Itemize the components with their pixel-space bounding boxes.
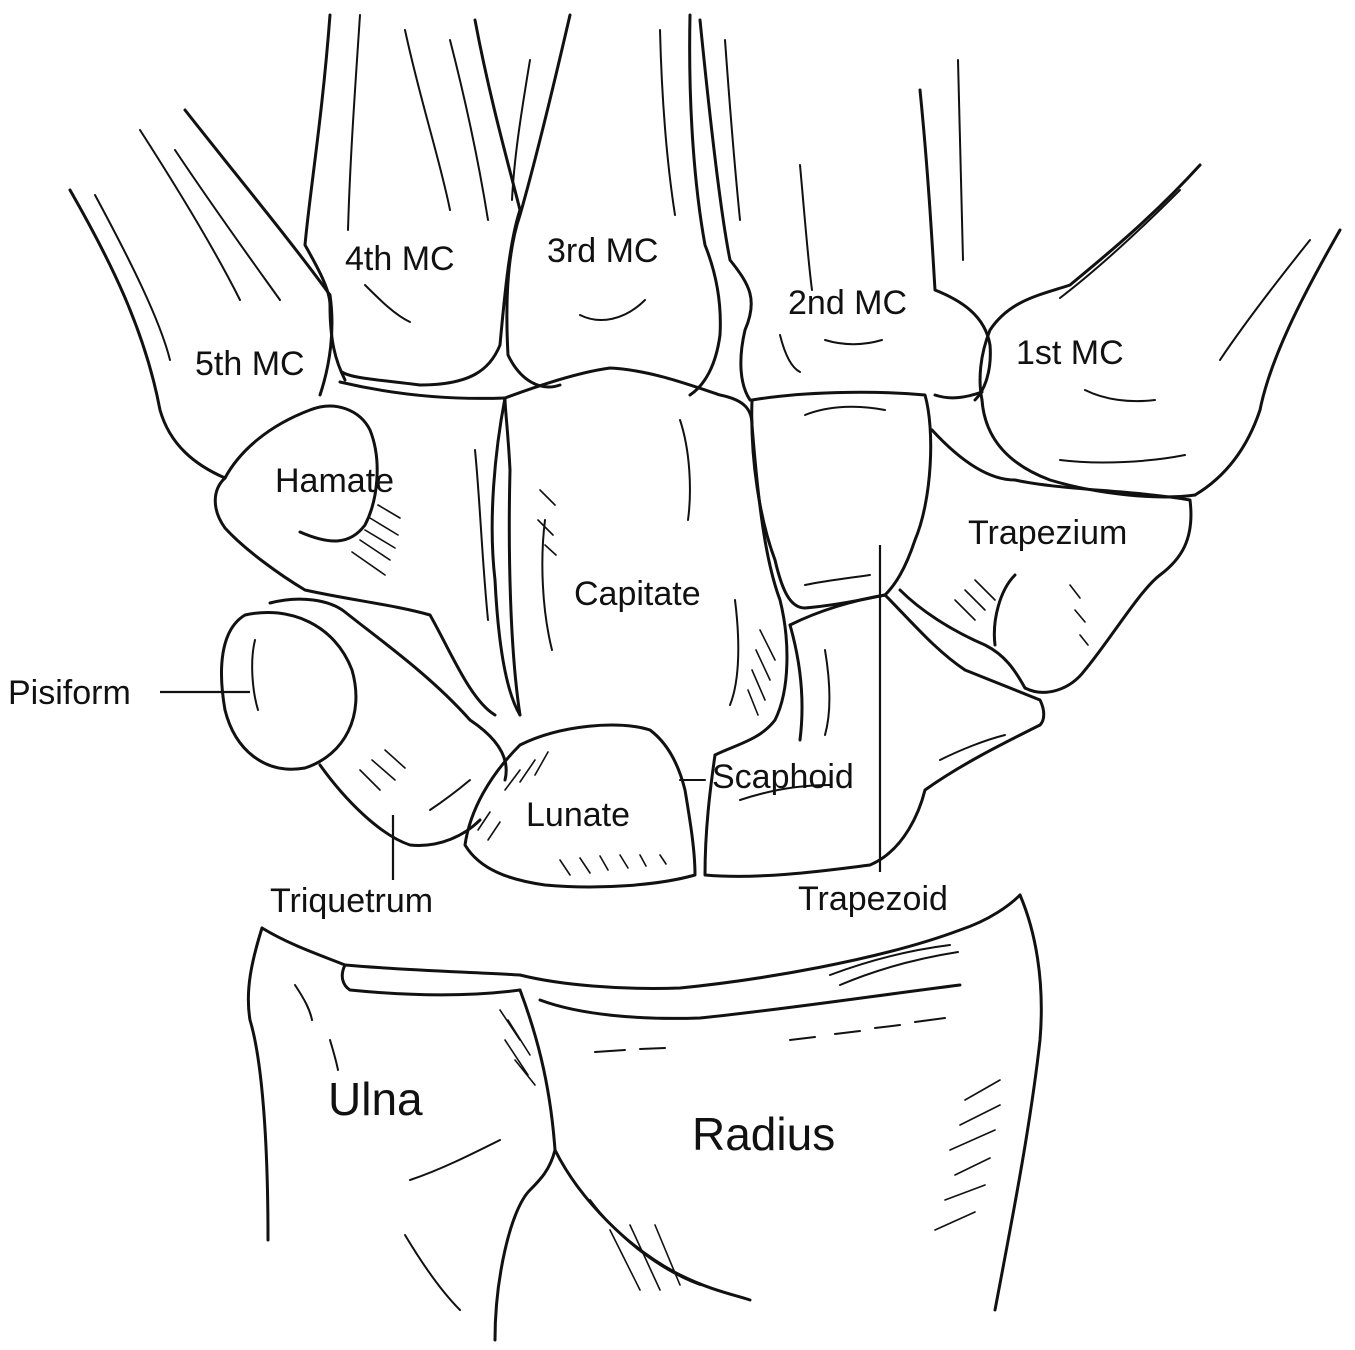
label-hamate: Hamate — [275, 462, 394, 500]
label-pisiform: Pisiform — [8, 674, 131, 712]
label-1st-mc: 1st MC — [1016, 334, 1124, 372]
label-scaphoid: Scaphoid — [712, 758, 854, 796]
metacarpal-2 — [700, 20, 990, 400]
label-ulna: Ulna — [328, 1073, 423, 1125]
label-5th-mc: 5th MC — [195, 345, 305, 383]
label-trapezium: Trapezium — [968, 514, 1127, 552]
label-2nd-mc: 2nd MC — [788, 284, 907, 322]
label-3rd-mc: 3rd MC — [547, 232, 658, 270]
triquetrum — [270, 599, 506, 845]
radius — [520, 895, 1041, 1310]
capitate — [505, 368, 787, 755]
hamate — [215, 382, 520, 715]
label-4th-mc: 4th MC — [345, 240, 455, 278]
metacarpal-5 — [70, 110, 332, 478]
label-trapezoid: Trapezoid — [798, 880, 948, 918]
metacarpal-4 — [305, 15, 520, 385]
label-capitate: Capitate — [574, 575, 701, 613]
metacarpal-1 — [980, 165, 1340, 497]
label-triquetrum: Triquetrum — [270, 882, 433, 920]
trapezoid-bone — [752, 392, 931, 608]
pisiform — [222, 612, 356, 769]
label-lunate: Lunate — [526, 796, 630, 834]
ulna — [248, 928, 555, 1340]
metacarpal-3 — [507, 15, 720, 395]
label-radius: Radius — [692, 1108, 835, 1160]
